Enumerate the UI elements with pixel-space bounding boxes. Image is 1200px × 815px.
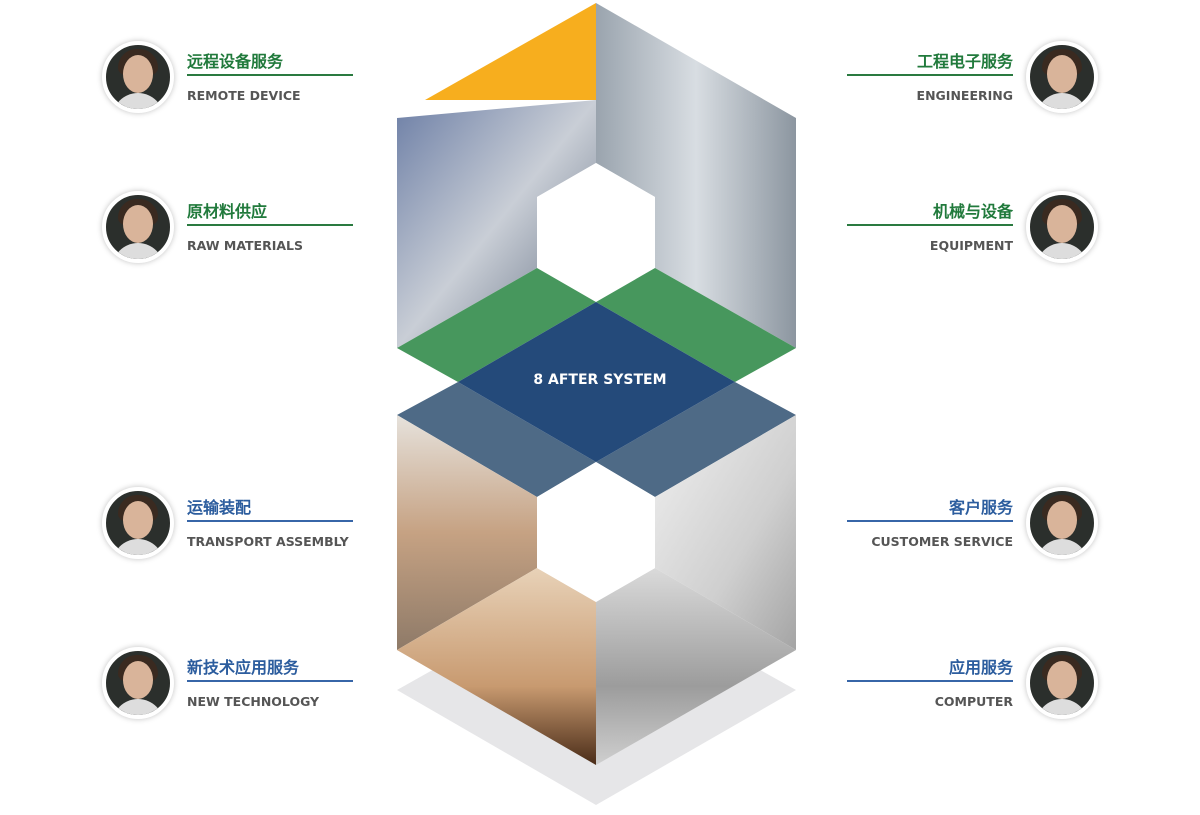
avatar — [102, 647, 174, 719]
divider — [187, 520, 353, 522]
avatar — [102, 41, 174, 113]
avatar — [1026, 647, 1098, 719]
service-subtitle: EQUIPMENT — [929, 238, 1013, 253]
service-subtitle: TRANSPORT ASSEMBLY — [187, 534, 349, 549]
photo-white-roll — [655, 415, 796, 650]
service-customer-service[interactable]: 客户服务 CUSTOMER SERVICE — [842, 482, 1112, 562]
service-title: 工程电子服务 — [916, 52, 1013, 71]
service-engineering[interactable]: 工程电子服务 ENGINEERING — [842, 36, 1112, 116]
divider — [847, 224, 1013, 226]
service-title: 原材料供应 — [187, 202, 268, 221]
service-transport-assembly[interactable]: 运输装配 TRANSPORT ASSEMBLY — [88, 482, 358, 562]
divider — [847, 520, 1013, 522]
photo-dryer-drums — [596, 3, 796, 348]
service-subtitle: COMPUTER — [934, 694, 1013, 709]
photo-paper-roll — [397, 415, 537, 650]
service-subtitle: NEW TECHNOLOGY — [187, 694, 320, 709]
divider — [187, 224, 353, 226]
avatar — [1026, 191, 1098, 263]
service-subtitle: ENGINEERING — [916, 88, 1013, 103]
inner-hex-bottom — [537, 462, 655, 602]
avatar — [1026, 41, 1098, 113]
inner-hex-top — [537, 163, 655, 302]
divider — [847, 680, 1013, 682]
service-title: 新技术应用服务 — [187, 658, 300, 677]
service-subtitle: REMOTE DEVICE — [187, 88, 301, 103]
avatar — [1026, 487, 1098, 559]
photo-corrugated — [397, 568, 596, 765]
service-title: 客户服务 — [948, 498, 1013, 517]
service-subtitle: RAW MATERIALS — [187, 238, 304, 253]
service-equipment[interactable]: 机械与设备 EQUIPMENT — [842, 186, 1112, 266]
center-label: 8 AFTER SYSTEM — [533, 372, 667, 388]
orange-triangle — [425, 3, 596, 100]
avatar — [102, 191, 174, 263]
navy-diamond — [458, 302, 735, 462]
service-new-technology[interactable]: 新技术应用服务 NEW TECHNOLOGY — [88, 642, 358, 722]
service-title: 应用服务 — [948, 658, 1013, 677]
service-title: 机械与设备 — [932, 202, 1013, 221]
divider — [187, 74, 353, 76]
divider — [847, 74, 1013, 76]
green-band — [397, 268, 796, 382]
service-subtitle: CUSTOMER SERVICE — [871, 534, 1013, 549]
divider — [187, 680, 353, 682]
service-raw-materials[interactable]: 原材料供应 RAW MATERIALS — [88, 186, 358, 266]
service-title: 远程设备服务 — [187, 52, 284, 71]
avatar — [102, 487, 174, 559]
service-computer[interactable]: 应用服务 COMPUTER — [842, 642, 1112, 722]
photo-roller-shaft — [397, 100, 596, 348]
photo-paper-mill — [596, 568, 796, 765]
service-remote-device[interactable]: 远程设备服务 REMOTE DEVICE — [88, 36, 358, 116]
slate-band — [397, 382, 796, 497]
service-title: 运输装配 — [187, 498, 252, 517]
